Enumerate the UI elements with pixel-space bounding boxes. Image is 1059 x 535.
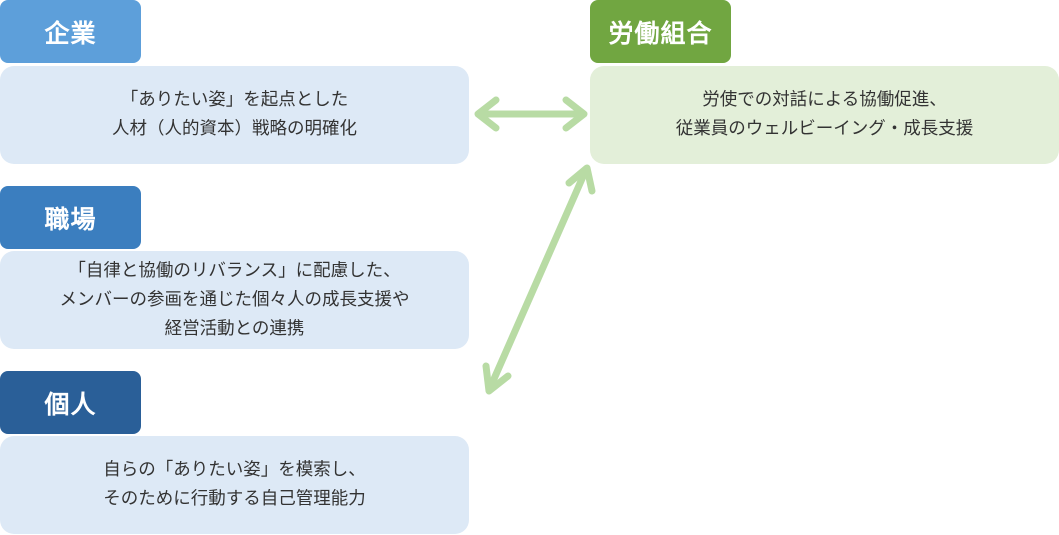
workplace-tag-label: 職場 (44, 204, 97, 234)
company-tag: 企業 (0, 0, 141, 63)
workplace-line-3: 経営活動との連携 (164, 318, 305, 339)
union-line-2: 従業員のウェルビーイング・成長支援 (675, 119, 974, 139)
workplace-line-1: 「自律と協働のリバランス」に配慮した、 (68, 260, 401, 281)
workplace-tag: 職場 (0, 186, 141, 249)
individual-tag-label: 個人 (44, 389, 97, 419)
company-line-2: 人材（人的資本）戦略の明確化 (112, 119, 357, 139)
individual-tag: 個人 (0, 371, 141, 434)
individual-union-double-arrow (482, 164, 596, 395)
workplace-description-box: 「自律と協働のリバランス」に配慮した、 メンバーの参画を通じた個々人の成長支援や… (0, 251, 469, 349)
individual-line-2: そのために行動する自己管理能力 (103, 489, 366, 509)
company-union-double-arrow (474, 96, 588, 132)
union-tag: 労働組合 (590, 0, 731, 63)
individual-line-1: 自らの「ありたい姿」を模索し、 (103, 460, 366, 480)
company-description-box: 「ありたい姿」を起点とした 人材（人的資本）戦略の明確化 (0, 66, 469, 164)
company-line-1: 「ありたい姿」を起点とした (120, 90, 349, 110)
individual-description-box: 自らの「ありたい姿」を模索し、 そのために行動する自己管理能力 (0, 436, 469, 534)
union-description-box: 労使での対話による協働促進、 従業員のウェルビーイング・成長支援 (590, 66, 1059, 164)
union-tag-label: 労働組合 (608, 18, 713, 48)
company-tag-label: 企業 (44, 18, 97, 48)
workplace-line-2: メンバーの参画を通じた個々人の成長支援や (59, 289, 410, 310)
union-line-1: 労使での対話による協働促進、 (702, 90, 947, 110)
